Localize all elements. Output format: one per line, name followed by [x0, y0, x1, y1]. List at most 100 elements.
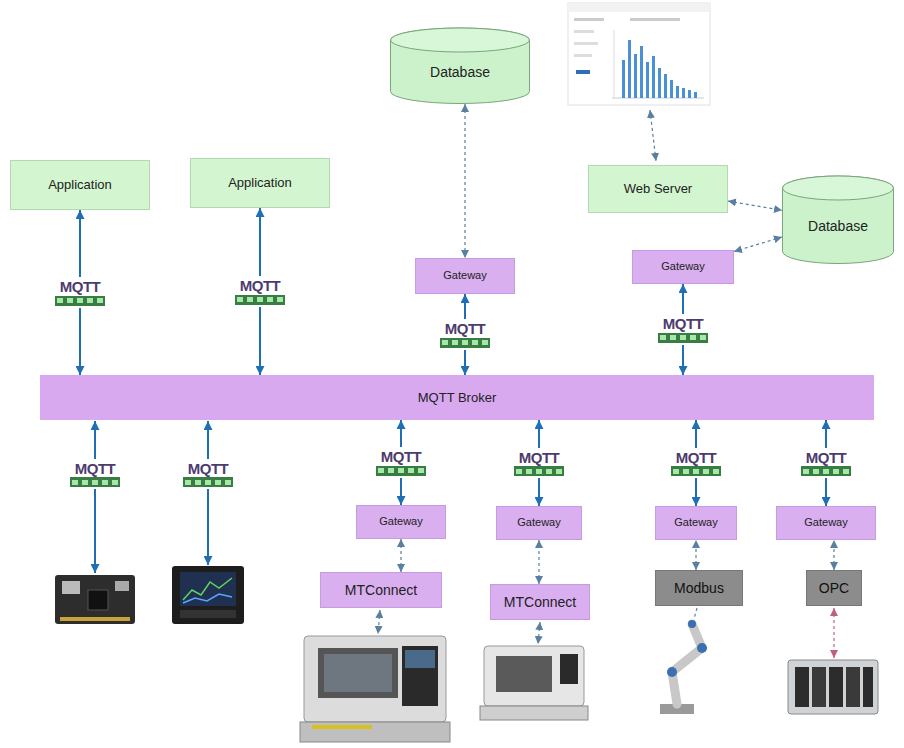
- mqtt-icon-dot: [398, 468, 404, 473]
- connector-arrow: [728, 201, 782, 210]
- mqtt-icon-dot: [462, 340, 468, 345]
- mqtt-icon-dot: [408, 468, 414, 473]
- mqtt-icon-dot: [112, 480, 118, 485]
- cnc-mill: [480, 706, 588, 720]
- database-cylinder: Database: [390, 28, 530, 104]
- database-cylinder: Database: [782, 176, 894, 264]
- dashboard-screenshot: [688, 90, 691, 98]
- embedded-board: [55, 575, 135, 624]
- mqtt-icon: [235, 295, 285, 305]
- cylinder-top: [391, 28, 530, 52]
- mqtt-icon-dot: [536, 469, 542, 474]
- cnc-lathe: [402, 646, 438, 706]
- hmi-device: [172, 566, 244, 624]
- robot-arm: [660, 620, 707, 714]
- mqtt-icon-dot: [247, 297, 253, 302]
- embedded-board: [62, 581, 80, 594]
- mqtt-icon-dot: [77, 298, 83, 303]
- protocol-label: MQTT: [381, 449, 422, 465]
- plc-rack: [863, 667, 873, 707]
- mqtt-icon-dot: [102, 480, 108, 485]
- node-label: Gateway: [443, 269, 486, 282]
- dashboard-screenshot: [634, 54, 637, 98]
- mqtt-icon-dot: [388, 468, 394, 473]
- connector-arrow: [833, 540, 834, 570]
- mqtt-icon-dot: [97, 298, 103, 303]
- protocol-label: MQTT: [60, 279, 101, 295]
- protocol-label: MQTT: [445, 321, 486, 337]
- dashboard-screenshot: [614, 30, 615, 98]
- hmi-device: [183, 578, 232, 600]
- mqtt-icon: [440, 338, 490, 348]
- mqtt-icon: [671, 466, 721, 476]
- mqtt-icon-dot: [526, 469, 532, 474]
- mqtt-icon-dot: [670, 335, 676, 340]
- cnc-lathe: [324, 654, 392, 692]
- process-box: Application: [10, 160, 150, 210]
- gateway-box: Gateway: [776, 506, 876, 540]
- mqtt-icon-dot: [683, 469, 689, 474]
- dashboard-screenshot: [694, 92, 697, 98]
- dashboard-screenshot: [630, 18, 680, 21]
- protocol-box: OPC: [806, 570, 862, 606]
- mqtt-icon: [70, 477, 120, 487]
- node-label: Database: [808, 218, 868, 235]
- cylinder-body: [391, 28, 530, 104]
- mqtt-icon: [514, 466, 564, 476]
- dashboard-screenshot: [646, 62, 649, 98]
- mqtt-icon-dot: [205, 480, 211, 485]
- cnc-lathe: [300, 722, 450, 742]
- protocol-box: MTConnect: [320, 572, 442, 608]
- dashboard-screenshot: [640, 46, 643, 98]
- mqtt-logo: MQTT: [180, 459, 236, 490]
- dashboard-screenshot: [652, 56, 655, 98]
- plc-rack: [829, 667, 843, 707]
- dashboard-screenshot: [628, 40, 631, 98]
- embedded-board: [60, 617, 130, 621]
- mqtt-icon-dot: [700, 335, 706, 340]
- mqtt-icon: [801, 466, 851, 476]
- dashboard-screenshot: [574, 54, 592, 57]
- dashboard-screenshot: [676, 86, 679, 98]
- protocol-box: MTConnect: [490, 584, 590, 620]
- node-label: Gateway: [661, 260, 704, 273]
- cnc-mill: [560, 654, 578, 684]
- mqtt-icon-dot: [823, 469, 829, 474]
- cnc-mill: [496, 656, 552, 692]
- mqtt-icon-dot: [813, 469, 819, 474]
- dashboard-screenshot: [568, 3, 710, 105]
- mqtt-icon-dot: [660, 335, 666, 340]
- mqtt-icon-dot: [237, 297, 243, 302]
- connector-arrow: [734, 237, 782, 252]
- cnc-lathe: [405, 650, 435, 668]
- mqtt-icon-dot: [195, 480, 201, 485]
- dashboard-screenshot: [574, 42, 598, 45]
- mqtt-icon: [55, 296, 105, 306]
- mqtt-icon-dot: [67, 298, 73, 303]
- mqtt-logo: MQTT: [655, 314, 711, 345]
- node-label: Database: [430, 64, 490, 81]
- connector-arrow: [538, 540, 539, 584]
- mqtt-icon-dot: [803, 469, 809, 474]
- mqtt-icon-dot: [713, 469, 719, 474]
- mqtt-icon: [376, 466, 426, 476]
- dashboard-link: [650, 110, 656, 161]
- mqtt-icon-dot: [57, 298, 63, 303]
- mqtt-icon-dot: [452, 340, 458, 345]
- device-link: [94, 421, 96, 573]
- mqtt-icon-dot: [843, 469, 849, 474]
- node-label: Application: [228, 175, 292, 191]
- mqtt-icon-dot: [472, 340, 478, 345]
- mqtt-icon-dot: [680, 335, 686, 340]
- process-box: Web Server: [588, 165, 728, 213]
- connector-arrow: [400, 539, 401, 572]
- connector-arrow: [695, 540, 696, 570]
- protocol-link: [833, 608, 834, 658]
- protocol-label: MQTT: [806, 450, 847, 466]
- plc-rack: [846, 667, 860, 707]
- node-label: MTConnect: [345, 582, 417, 599]
- mqtt-icon-dot: [277, 297, 283, 302]
- device-link: [207, 421, 209, 565]
- mqtt-icon-dot: [546, 469, 552, 474]
